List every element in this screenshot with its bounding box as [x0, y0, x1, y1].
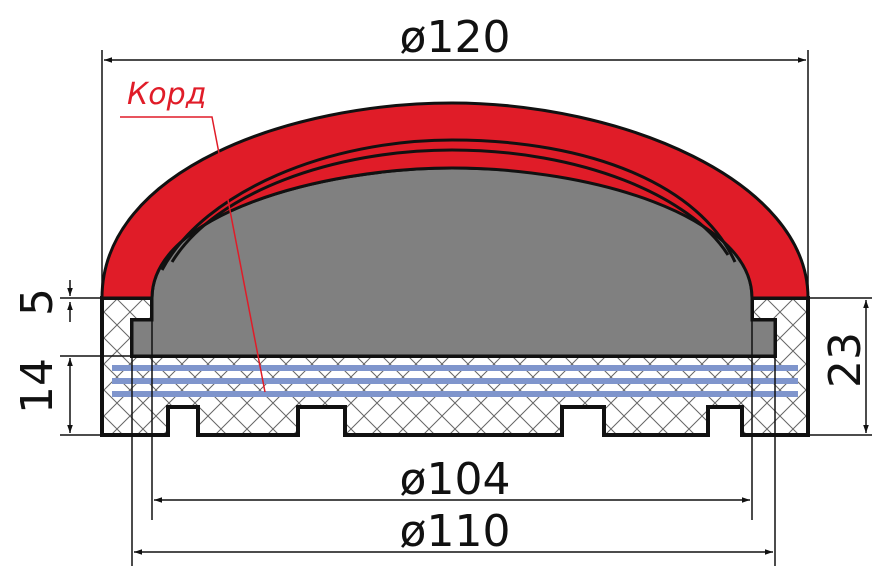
dim-label-14: 14	[12, 358, 63, 414]
shell-ply-1	[160, 138, 737, 271]
dim-label-110: ø110	[400, 506, 511, 557]
cord-label: Корд	[127, 77, 206, 112]
cord-leader-line	[120, 116, 266, 393]
red-shell	[100, 101, 810, 300]
dim-label-23: 23	[820, 332, 871, 388]
dim-label-104: ø104	[400, 454, 511, 505]
dim-label-120: ø120	[400, 12, 511, 63]
dim-label-5: 5	[12, 288, 63, 316]
shell-ply-2	[170, 148, 730, 263]
